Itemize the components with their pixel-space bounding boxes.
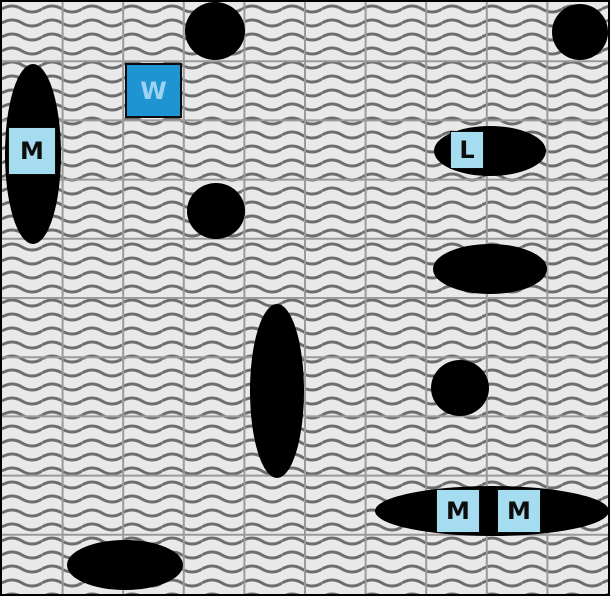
tile-m-left[interactable]: M	[8, 127, 56, 175]
obstacle-circle	[185, 2, 245, 60]
obstacle-circle	[431, 360, 489, 416]
obstacle-circle	[552, 4, 608, 60]
obstacle-ellipse-vertical	[250, 304, 304, 478]
obstacle-ellipse-horizontal	[67, 540, 183, 590]
tile-l-right[interactable]: L	[450, 131, 484, 169]
obstacle-circle	[187, 183, 245, 239]
tile-m-bottom-b[interactable]: M	[497, 489, 541, 533]
player-tile-w[interactable]: W	[125, 63, 182, 118]
obstacle-ellipse-horizontal	[433, 244, 547, 294]
tile-m-bottom-a[interactable]: M	[436, 489, 480, 533]
obstacle-ellipse-horizontal	[375, 486, 608, 536]
